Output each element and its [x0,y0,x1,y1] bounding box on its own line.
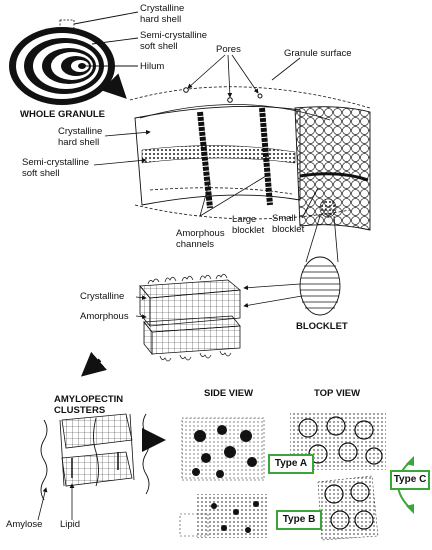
label-crystalline-hard-shell-mid: Crystalline hard shell [58,126,103,148]
label-crystalline-hard-shell-top: Crystalline hard shell [140,3,185,25]
label-semi-crystalline-soft-shell-top: Semi-crystalline soft shell [140,30,208,52]
label-granule-surface: Granule surface [284,48,352,59]
top-view-type-b [317,475,379,541]
label-blocklet: BLOCKLET [296,321,348,332]
side-view-type-a [181,417,265,481]
label-amorphous: Amorphous [80,311,129,322]
label-lipid: Lipid [60,519,81,530]
type-a-box: Type A [268,454,314,474]
granule-shell-wedge [93,54,371,263]
label-hilum: Hilum [140,61,165,72]
type-c-box: Type C [390,470,430,490]
type-b-box: Type B [276,510,322,530]
blocklet-figure [243,256,341,316]
label-small-blocklet: Small blocklet [272,213,305,235]
label-pores: Pores [216,44,241,55]
lamellae-stack-figure [135,273,242,362]
label-large-blocklet: Large blocklet [232,214,265,236]
amylopectin-clusters-figure [37,413,150,521]
label-amylopectin-clusters: AMYLOPECTIN CLUSTERS [54,394,124,416]
label-top-view: TOP VIEW [314,388,361,399]
arrow-granule-to-wedge [101,73,127,99]
whole-granule-figure [9,11,139,105]
label-amylose: Amylose [6,519,43,530]
label-side-view: SIDE VIEW [204,388,254,399]
label-whole-granule: WHOLE GRANULE [20,109,105,120]
label-amorphous-channels: Amorphous channels [176,228,225,250]
label-crystalline: Crystalline [80,291,125,302]
side-view-type-b [179,494,268,538]
label-semi-crystalline-soft-shell-mid: Semi-crystalline soft shell [22,157,90,179]
arrow-to-clusters [80,351,107,377]
